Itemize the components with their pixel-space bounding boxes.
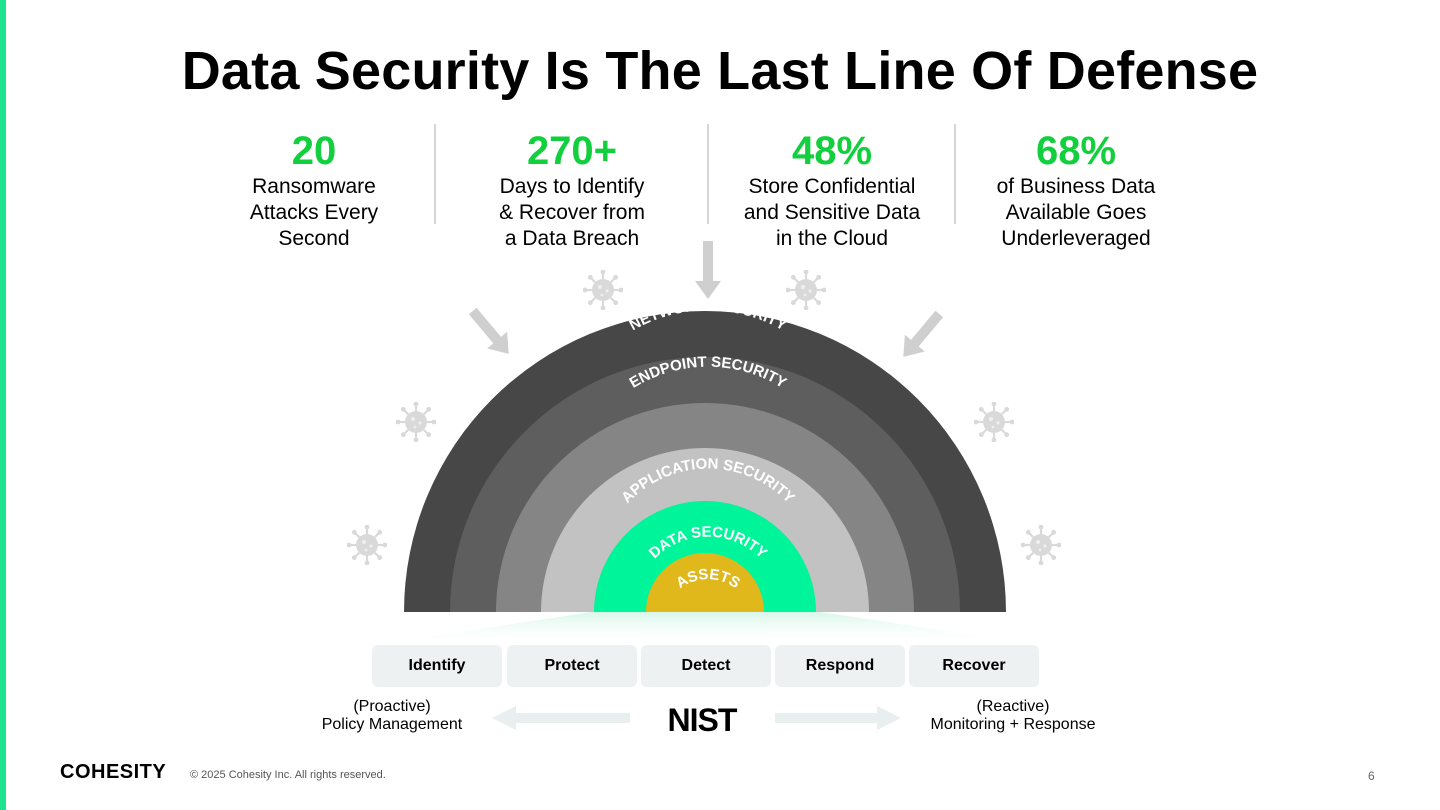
nist-logo: NIST xyxy=(668,702,738,738)
stat-description: Days to Identify & Recover from a Data B… xyxy=(499,175,645,250)
funnel-shade xyxy=(372,612,1040,645)
virus-icon xyxy=(1021,525,1061,565)
arrow-down-icon xyxy=(468,307,509,354)
page-number: 6 xyxy=(1368,769,1375,783)
stat-divider xyxy=(707,124,709,224)
virus-icon xyxy=(396,402,436,442)
virus-icon xyxy=(786,270,826,310)
stat-business-data: 68% of Business Data Available Goes Unde… xyxy=(956,128,1196,252)
nist-protect: Protect xyxy=(507,645,637,687)
stat-ransomware: 20 Ransomware Attacks Every Second xyxy=(194,128,434,252)
core-assets xyxy=(646,553,764,612)
copyright: © 2025 Cohesity Inc. All rights reserved… xyxy=(190,769,386,781)
stat-breach-days: 270+ Days to Identify & Recover from a D… xyxy=(452,128,692,252)
nist-identify: Identify xyxy=(372,645,502,687)
proactive-label: (Proactive) Policy Management xyxy=(321,698,463,733)
arrow-down-icon xyxy=(903,310,944,357)
reactive-label: (Reactive) Monitoring + Response xyxy=(930,698,1096,733)
nist-recover: Recover xyxy=(909,645,1039,687)
cohesity-logo: COHESITY xyxy=(60,761,167,783)
arrow-down-icon xyxy=(695,241,721,299)
virus-icon xyxy=(347,525,387,565)
virus-icon xyxy=(583,270,623,310)
virus-icon xyxy=(974,402,1014,442)
arrow-left-icon xyxy=(492,706,630,730)
nist-detect: Detect xyxy=(641,645,771,687)
stat-description: Store Confidential and Sensitive Data in… xyxy=(743,175,921,250)
nist-respond: Respond xyxy=(775,645,905,687)
stat-divider xyxy=(954,124,956,224)
accent-bar xyxy=(0,0,6,810)
stat-value: 20 xyxy=(291,129,337,173)
arrow-right-icon xyxy=(775,706,901,730)
stat-description: of Business Data Available Goes Underlev… xyxy=(996,175,1156,250)
stat-value: 270+ xyxy=(526,129,618,173)
stat-value: 68% xyxy=(1035,129,1117,173)
stat-value: 48% xyxy=(791,129,873,173)
stat-description: Ransomware Attacks Every Second xyxy=(249,175,379,250)
page-title: Data Security Is The Last Line Of Defens… xyxy=(181,41,1259,101)
stat-cloud-data: 48% Store Confidential and Sensitive Dat… xyxy=(712,128,952,252)
stat-divider xyxy=(434,124,436,224)
